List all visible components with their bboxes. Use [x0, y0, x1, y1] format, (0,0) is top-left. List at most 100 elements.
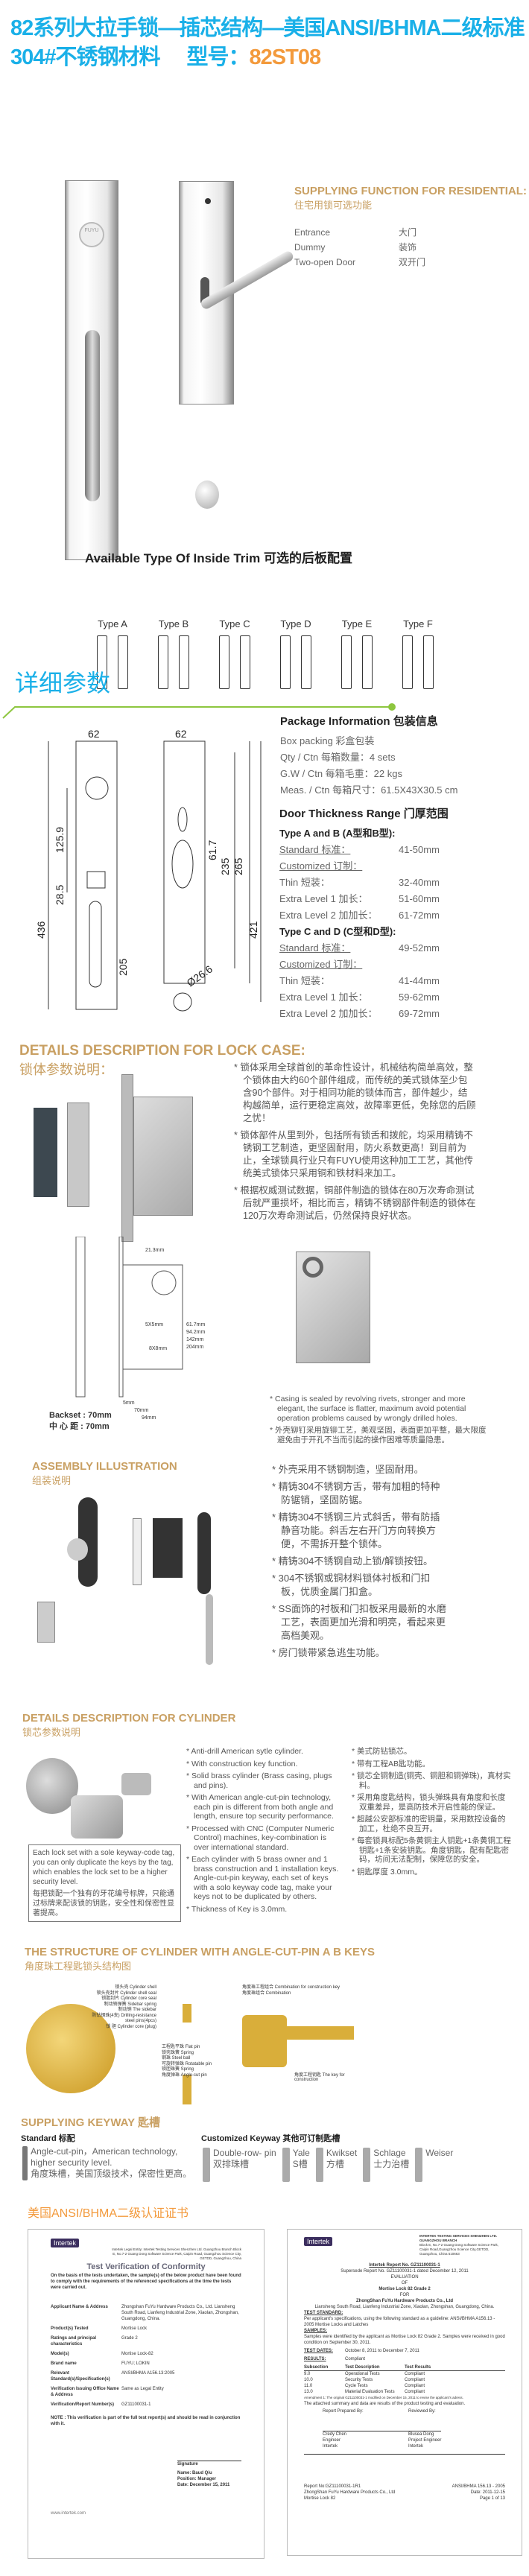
function-title-cn: 住宅用锁可选功能 — [294, 200, 373, 211]
dim-label: 94.2mm — [186, 1330, 205, 1335]
dim-label: 5X5mm — [145, 1322, 163, 1327]
screw-icon — [205, 198, 211, 204]
trim-type-e: Type E — [326, 618, 387, 689]
dim-label: 125.9 — [54, 827, 66, 853]
cylinder-bullets-en: * Anti-drill American sytle cylinder.* W… — [186, 1747, 339, 1914]
cylinder-keys-image — [26, 1747, 175, 1840]
keyway-option: Weiser — [415, 2148, 453, 2182]
lever-handle-icon — [199, 249, 295, 311]
lockcase-bullets: * 锁体采用全球首创的革命性设计，机械结构简单高效，整个锁体由大约60个部件组成… — [234, 1062, 476, 1221]
grip-handle-icon — [85, 330, 100, 501]
dim-label: 94mm — [142, 1415, 156, 1421]
keyway-profile-icon — [315, 2148, 323, 2182]
keyway-profile-icon — [203, 2148, 210, 2182]
keyway-profile-icon — [363, 2148, 371, 2182]
trim-type-d: Type D — [265, 618, 326, 689]
material-label: 304#不锈钢材料 — [10, 45, 161, 69]
cylinder-icon: FUYU — [79, 222, 104, 247]
lockcase-exploded-image — [34, 1074, 197, 1242]
dim-label: 436 — [35, 921, 47, 939]
structure-heading: THE STRUCTURE OF CYLINDER WITH ANGLE-CUT… — [25, 1946, 375, 1972]
product-logo: FUYU — [84, 228, 99, 233]
dim-label: 205 — [117, 958, 129, 976]
lockcase-heading: DETAILS DESCRIPTION FOR LOCK CASE: 锁体参数说… — [19, 1043, 305, 1077]
cert-title: 美国ANSI/BHMA二级认证证书 — [28, 2207, 189, 2220]
dim-label: 21.3mm — [145, 1248, 164, 1253]
trim-type-f: Type F — [387, 618, 449, 689]
trim-type-b: Type B — [143, 618, 204, 689]
structure-label-key: 角度工程钥匙 The key for construction — [294, 2073, 345, 2082]
keyway-title: SUPPLYING KEYWAY 匙槽 — [21, 2116, 161, 2129]
dim-label: 421 — [247, 921, 259, 939]
dim-label: 28.5 — [54, 885, 66, 905]
lockcase-body-image — [296, 1251, 370, 1363]
dim-label: 5mm — [123, 1400, 135, 1406]
thickness-title: Door Thickness Range 门厚范围 — [279, 808, 449, 820]
door-thickness-range: Door Thickness Range 门厚范围 Type A and B (… — [279, 806, 518, 1022]
dim-label: 70mm — [134, 1408, 149, 1413]
dim-label: 62 — [88, 728, 100, 740]
function-title-en: SUPPLYING FUNCTION FOR RESIDENTIAL: — [294, 185, 527, 197]
trim-type-a: Type A — [82, 618, 143, 689]
green-divider — [2, 703, 396, 719]
page-title-line2: 304#不锈钢材料 型号：82ST08 — [10, 39, 322, 71]
dimension-drawing: 62 62 436 125.9 28.5 205 61.7 235 265 42… — [35, 728, 262, 1012]
casing-notes: * Casing is sealed by revolving rivets, … — [270, 1395, 487, 1444]
trim-type-c: Type C — [204, 618, 265, 689]
model-label: 型号： — [186, 45, 250, 69]
keyway-custom-title: Customized Keyway 其他可订制匙槽 — [201, 2134, 340, 2143]
package-info: Package Information 包装信息 Box packing 彩盒包… — [280, 715, 458, 796]
keyway-standard-title: Standard 标配 — [21, 2134, 75, 2143]
dim-label: 62 — [175, 728, 187, 740]
supplying-function-panel: SUPPLYING FUNCTION FOR RESIDENTIAL: 住宅用锁… — [294, 185, 527, 271]
dim-label: 8X8mm — [149, 1346, 167, 1351]
dim-label: 61.7mm — [186, 1322, 205, 1327]
dim-label: 61.7 — [206, 840, 218, 860]
certificate-left: Intertek Intertek Legal Entity: Intertek… — [28, 2229, 264, 2559]
dim-label: 265 — [232, 857, 244, 875]
inside-trim-title: Available Type Of Inside Trim 可选的后板配置 — [85, 551, 352, 565]
intertek-logo: Intertek — [51, 2239, 80, 2247]
dim-label: 235 — [219, 857, 231, 875]
package-title: Package Information 包装信息 — [280, 715, 438, 728]
dim-label: 204mm — [186, 1345, 204, 1350]
intertek-logo: Intertek — [304, 2237, 333, 2246]
keyway-standard: Angle-cut-pin，American technology, highe… — [22, 2146, 194, 2180]
page-title-line1: 82系列大拉手锁—插芯结构—美国ANSI/BHMA二级标准 — [10, 16, 525, 40]
assembly-bullets: * 外壳采用不锈钢制造，坚固耐用。* 精铸304不锈钢方舌，带有加粗的特种防锯销… — [272, 1464, 447, 1658]
keyway-profile-icon — [415, 2148, 423, 2182]
keyway-profile-icon — [22, 2146, 28, 2180]
assembly-exploded-image — [30, 1497, 231, 1669]
trim-types: Type A Type B Type C Type D Type E Type … — [82, 618, 449, 689]
certificate-right: Intertek INTERTEK TESTING SERVICES SHENZ… — [287, 2229, 522, 2556]
outside-handle-plate-image: FUYU — [65, 180, 118, 560]
keyway-tag-note: Each lock set with a sole keyway-code ta… — [28, 1844, 181, 1922]
dim-label: Ø26.6 — [185, 962, 215, 989]
keyway-profile-icon — [282, 2148, 290, 2182]
cylinder-bullets-cn: * 美式防钻锁芯。* 带有工程AB匙功能。* 锁芯全铜制造(铜壳、铜胆和铜弹珠)… — [352, 1747, 511, 1877]
inside-lever-plate-image — [179, 181, 295, 405]
structure-labels-right: 角度珠工程组合 Combination for construction key… — [242, 1985, 340, 1996]
dim-label: 142mm — [186, 1337, 204, 1342]
model-number: 82ST08 — [249, 45, 322, 69]
details-title: 详细参数 — [15, 670, 111, 697]
